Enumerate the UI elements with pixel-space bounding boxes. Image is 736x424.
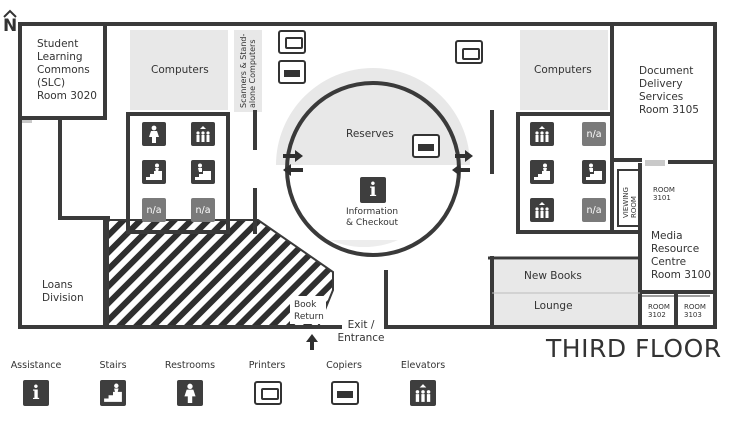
restroom-icon bbox=[142, 122, 166, 146]
circle-arrows bbox=[283, 150, 473, 350]
computers-right-area bbox=[520, 30, 608, 110]
compass-north-label: N bbox=[3, 16, 18, 36]
scanners-area bbox=[234, 30, 262, 112]
entrance-arrow bbox=[306, 334, 318, 350]
computers-left-label: Computers bbox=[151, 64, 209, 76]
copier-icon bbox=[412, 134, 440, 158]
elevator-na-tile: n/a bbox=[191, 198, 215, 222]
exit-entrance-label: Exit /Entrance bbox=[337, 319, 385, 344]
compass-caret bbox=[3, 9, 17, 18]
printer-icon bbox=[254, 381, 282, 405]
copier-icon bbox=[278, 60, 306, 84]
legend-label: Stairs bbox=[99, 360, 127, 371]
arrow-left-out bbox=[283, 150, 303, 162]
legend-label: Copiers bbox=[326, 360, 362, 371]
arrow-right-out bbox=[455, 150, 473, 162]
door-left-top bbox=[22, 118, 32, 123]
restroom-icon bbox=[177, 380, 203, 406]
restroom-na-tile: n/a bbox=[582, 122, 606, 146]
legend-label: Elevators bbox=[400, 360, 446, 371]
copier-icon bbox=[331, 381, 359, 405]
stairs-icon bbox=[582, 160, 606, 184]
legend-label: Printers bbox=[248, 360, 286, 371]
arrow-right-in bbox=[452, 164, 470, 176]
printer-icon bbox=[278, 30, 306, 54]
elevator-icon bbox=[410, 380, 436, 406]
arrow-left-in bbox=[283, 164, 303, 176]
computers-left-area bbox=[130, 30, 228, 110]
restroom-na-tile: n/a bbox=[142, 198, 166, 222]
stairs-icon bbox=[142, 160, 166, 184]
stairs-icon bbox=[530, 160, 554, 184]
door-3101 bbox=[645, 160, 665, 166]
new-books-label: New Books bbox=[524, 270, 582, 282]
information-label: Information& Checkout bbox=[345, 207, 399, 228]
reserves-label: Reserves bbox=[346, 128, 394, 140]
book-return-box bbox=[290, 296, 326, 324]
printer-icon bbox=[455, 40, 483, 64]
restroom-na-tile: n/a bbox=[582, 198, 606, 222]
elevator-icon bbox=[530, 122, 554, 146]
computers-right-label: Computers bbox=[534, 64, 592, 76]
elevator-icon bbox=[191, 122, 215, 146]
legend-label: Assistance bbox=[10, 360, 62, 371]
info-icon: i bbox=[23, 380, 49, 406]
scanners-label: Scanners & Stand-alone Computers bbox=[239, 33, 257, 108]
lounge-label: Lounge bbox=[534, 300, 573, 312]
stairs-icon bbox=[191, 160, 215, 184]
info-icon: i bbox=[360, 177, 386, 203]
elevator-icon bbox=[530, 198, 554, 222]
stairs-icon bbox=[100, 380, 126, 406]
legend-label: Restrooms bbox=[164, 360, 216, 371]
floor-title: THIRD FLOOR bbox=[546, 334, 722, 363]
